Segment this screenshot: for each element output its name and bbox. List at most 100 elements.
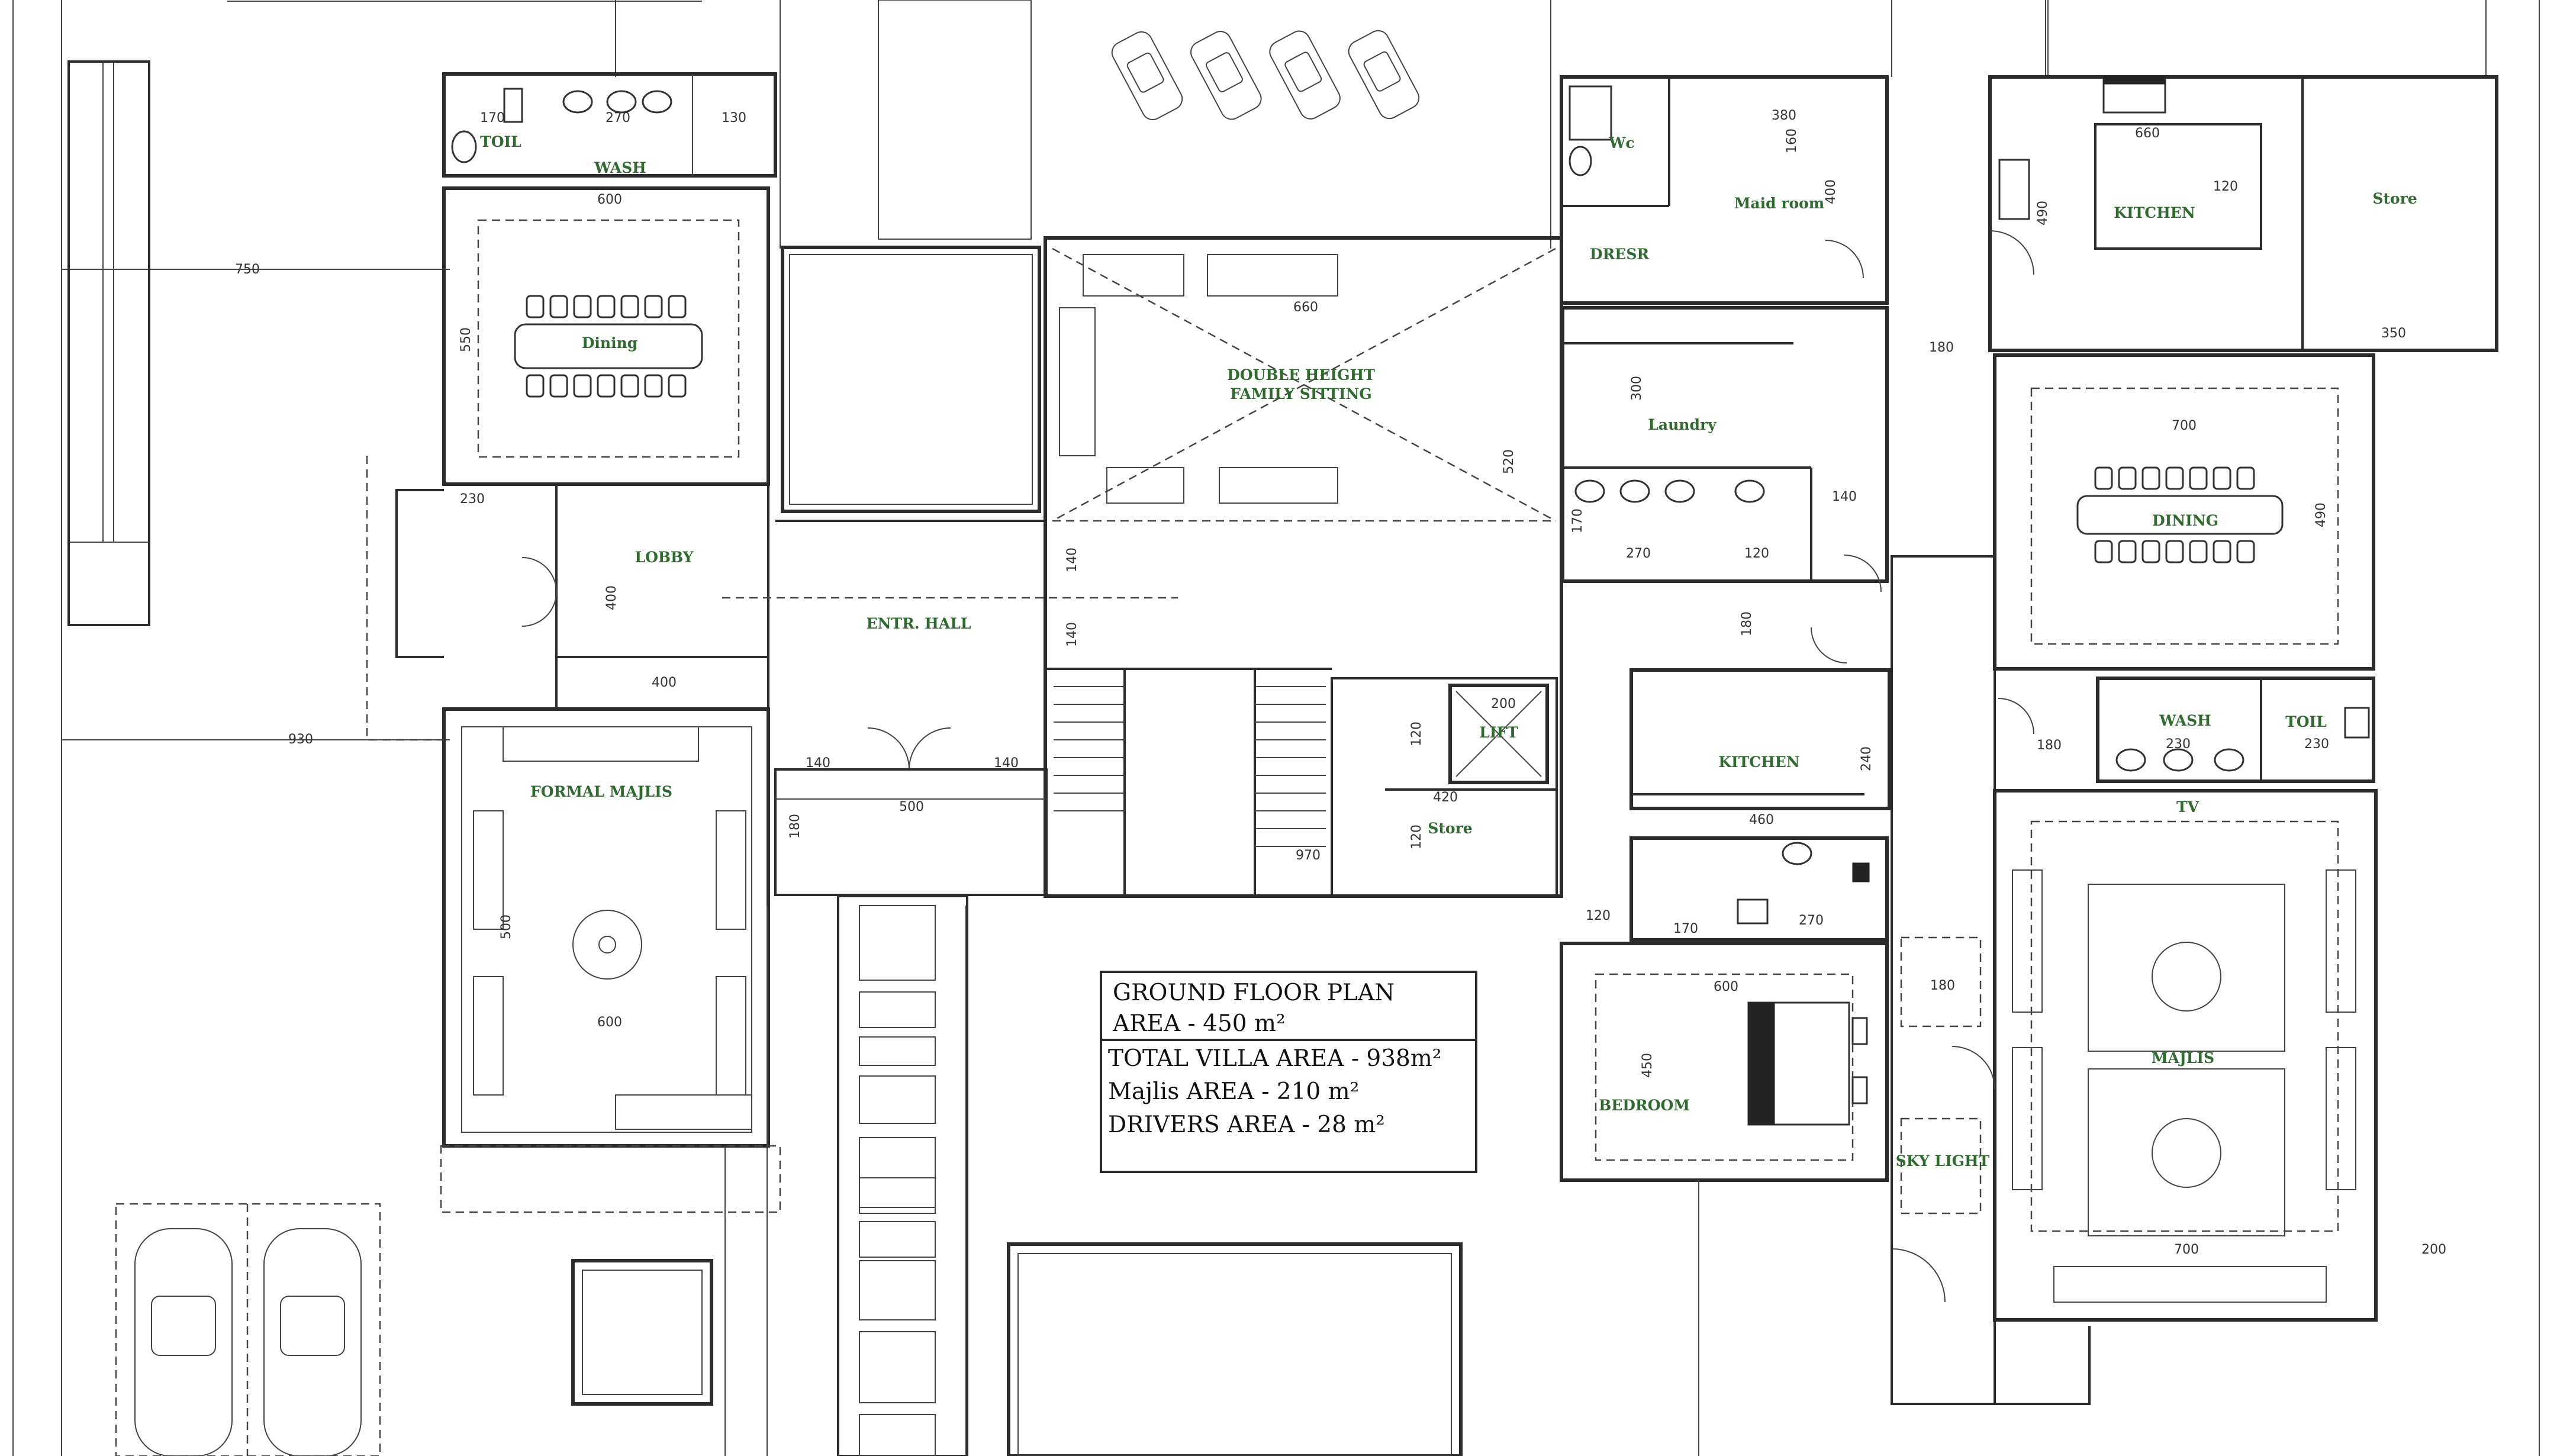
dimension-label: 420 bbox=[1433, 790, 1458, 805]
total-villa-area: TOTAL VILLA AREA - 938m² bbox=[1108, 1045, 1442, 1072]
bed-icon bbox=[1747, 1001, 1868, 1126]
pergola-left bbox=[67, 60, 150, 626]
room-label: DINING bbox=[2152, 512, 2218, 529]
room-label: TOIL bbox=[2285, 713, 2327, 730]
dimension-label: 400 bbox=[604, 585, 619, 610]
car-icon bbox=[134, 1228, 233, 1456]
plan-title: GROUND FLOOR PLAN bbox=[1113, 980, 1395, 1006]
dimension-label: 170 bbox=[480, 111, 505, 125]
dimension-label: 500 bbox=[499, 914, 514, 939]
planter-box bbox=[571, 1259, 713, 1406]
title-block-header: GROUND FLOOR PLAN AREA - 450 m² bbox=[1102, 973, 1475, 1041]
dimension-label: 180 bbox=[1930, 978, 1955, 993]
room-label: Laundry bbox=[1648, 416, 1717, 433]
wing-left bbox=[366, 72, 1178, 1456]
dimension-label: 600 bbox=[597, 192, 622, 207]
dimension-label: 120 bbox=[1586, 909, 1611, 923]
dimension-label: 170 bbox=[1673, 922, 1698, 936]
dimension-label: 180 bbox=[1740, 611, 1754, 636]
dimension-label: 930 bbox=[288, 732, 313, 747]
dimension-label: 500 bbox=[899, 800, 924, 814]
dimension-label: 700 bbox=[2174, 1242, 2199, 1257]
dimension-label: 130 bbox=[722, 111, 746, 125]
dimension-label: 120 bbox=[1409, 824, 1424, 849]
pool-inner bbox=[1017, 1253, 1452, 1456]
dimension-label: 200 bbox=[2421, 1242, 2446, 1257]
dimension-label: 400 bbox=[1824, 179, 1838, 204]
dimension-label: 490 bbox=[2036, 201, 2050, 226]
pool-outline bbox=[1007, 1242, 1463, 1456]
dimension-label: 230 bbox=[2166, 737, 2191, 752]
plan-area: AREA - 450 m² bbox=[1113, 1010, 1286, 1037]
wing-right-centre bbox=[1560, 75, 1891, 1456]
dimension-label: 450 bbox=[1640, 1053, 1655, 1078]
dimension-label: 660 bbox=[2135, 126, 2160, 141]
dimension-label: 120 bbox=[1409, 721, 1424, 746]
dimension-label: 970 bbox=[1296, 848, 1321, 863]
dining-table-left bbox=[514, 295, 703, 398]
dimension-label: 660 bbox=[1293, 300, 1318, 315]
wash-fixtures-left bbox=[451, 74, 693, 176]
wing-right bbox=[1891, 75, 2498, 1405]
garage-bottom-left bbox=[115, 1203, 381, 1456]
room-label: Dining bbox=[582, 334, 638, 352]
dimension-label: 400 bbox=[652, 675, 677, 690]
room-label: MAJLIS bbox=[2152, 1049, 2214, 1067]
dimension-label: 300 bbox=[1629, 376, 1644, 401]
room-label: Store bbox=[1428, 820, 1472, 837]
dimension-label: 180 bbox=[788, 814, 803, 839]
majlis-furniture-left bbox=[473, 726, 752, 1130]
room-label: WASH bbox=[594, 159, 646, 176]
car-icon bbox=[263, 1228, 362, 1456]
dimension-label: 270 bbox=[1799, 913, 1824, 928]
dimension-label: 700 bbox=[2172, 418, 2197, 433]
dimension-label: 600 bbox=[1714, 980, 1738, 994]
room-label: TV bbox=[2176, 798, 2199, 816]
room-label: Wc bbox=[1608, 134, 1634, 152]
room-label: TOIL bbox=[480, 133, 521, 150]
room-label: LIFT bbox=[1479, 724, 1518, 741]
dimension-label: 380 bbox=[1772, 108, 1796, 123]
drive-strip bbox=[837, 895, 968, 1456]
room-label: ENTR. HALL bbox=[867, 615, 971, 632]
dimension-label: 230 bbox=[460, 492, 485, 507]
room-label: SKY LIGHT bbox=[1896, 1152, 1990, 1170]
car-icon bbox=[1111, 31, 1183, 121]
dimension-label: 600 bbox=[597, 1015, 622, 1030]
dimension-label: 140 bbox=[806, 756, 830, 771]
car-icon bbox=[1190, 31, 1262, 120]
dimension-label: 120 bbox=[1744, 546, 1769, 561]
room-label: LOBBY bbox=[635, 549, 694, 566]
parking-cars-top bbox=[1111, 30, 1420, 121]
dimension-label: 240 bbox=[1859, 746, 1874, 771]
dimension-label: 160 bbox=[1785, 128, 1799, 153]
room-label: Maid room bbox=[1734, 195, 1825, 212]
dimension-label: 170 bbox=[1570, 508, 1585, 533]
dimension-label: 270 bbox=[606, 111, 630, 125]
dining-table-right bbox=[2076, 466, 2284, 563]
chair-row-bottom bbox=[526, 374, 687, 398]
dimension-label: 140 bbox=[1832, 489, 1857, 504]
dimension-label: 180 bbox=[1929, 340, 1954, 355]
room-label: FAMILY SITTING bbox=[1230, 385, 1372, 402]
drivers-area: DRIVERS AREA - 28 m² bbox=[1108, 1112, 1385, 1138]
dimension-labels: 170 270 130 600 750 550 230 400 400 930 … bbox=[235, 108, 2446, 1257]
dimension-label: 270 bbox=[1626, 546, 1651, 561]
dimension-label: 180 bbox=[2037, 738, 2062, 753]
dimension-label: 140 bbox=[994, 756, 1019, 771]
dimension-label: 200 bbox=[1491, 697, 1516, 711]
room-labels: TOIL WASH Dining LOBBY ENTR. HALL DOUBLE… bbox=[480, 133, 2417, 1170]
room-label: DOUBLE HEIGHT bbox=[1227, 366, 1375, 384]
dimension-label: 120 bbox=[2213, 179, 2238, 194]
dimension-label: 350 bbox=[2381, 326, 2406, 341]
dimension-label: 140 bbox=[1065, 622, 1080, 647]
majlis-area: Majlis AREA - 210 m² bbox=[1108, 1078, 1360, 1105]
dimension-label: 490 bbox=[2314, 502, 2329, 527]
chair-row-top bbox=[526, 295, 687, 318]
wing-centre bbox=[767, 236, 1563, 1456]
room-label: WASH bbox=[2159, 712, 2211, 729]
room-label: Store bbox=[2372, 190, 2417, 207]
room-label: DRESR bbox=[1590, 246, 1650, 263]
dimension-label: 140 bbox=[1065, 547, 1080, 572]
